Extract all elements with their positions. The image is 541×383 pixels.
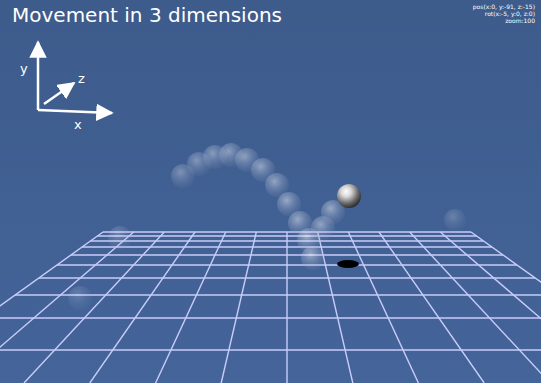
motion-trail: [68, 143, 466, 310]
axes-icon: [38, 42, 112, 113]
axis-label: x: [74, 118, 82, 132]
axis-label: z: [78, 72, 85, 86]
axis-label: y: [20, 62, 28, 76]
status-readout: rot(x:-5, y:0, z:0): [485, 11, 535, 18]
floor-grid: [0, 232, 541, 383]
status-readout: zoom:100: [505, 18, 535, 25]
title: Movement in 3 dimensions: [12, 4, 282, 26]
metal-ball: [337, 184, 361, 208]
status-readout: pos(x:0, y:-91, z:-15): [473, 4, 535, 11]
ball-shadow: [337, 260, 359, 268]
